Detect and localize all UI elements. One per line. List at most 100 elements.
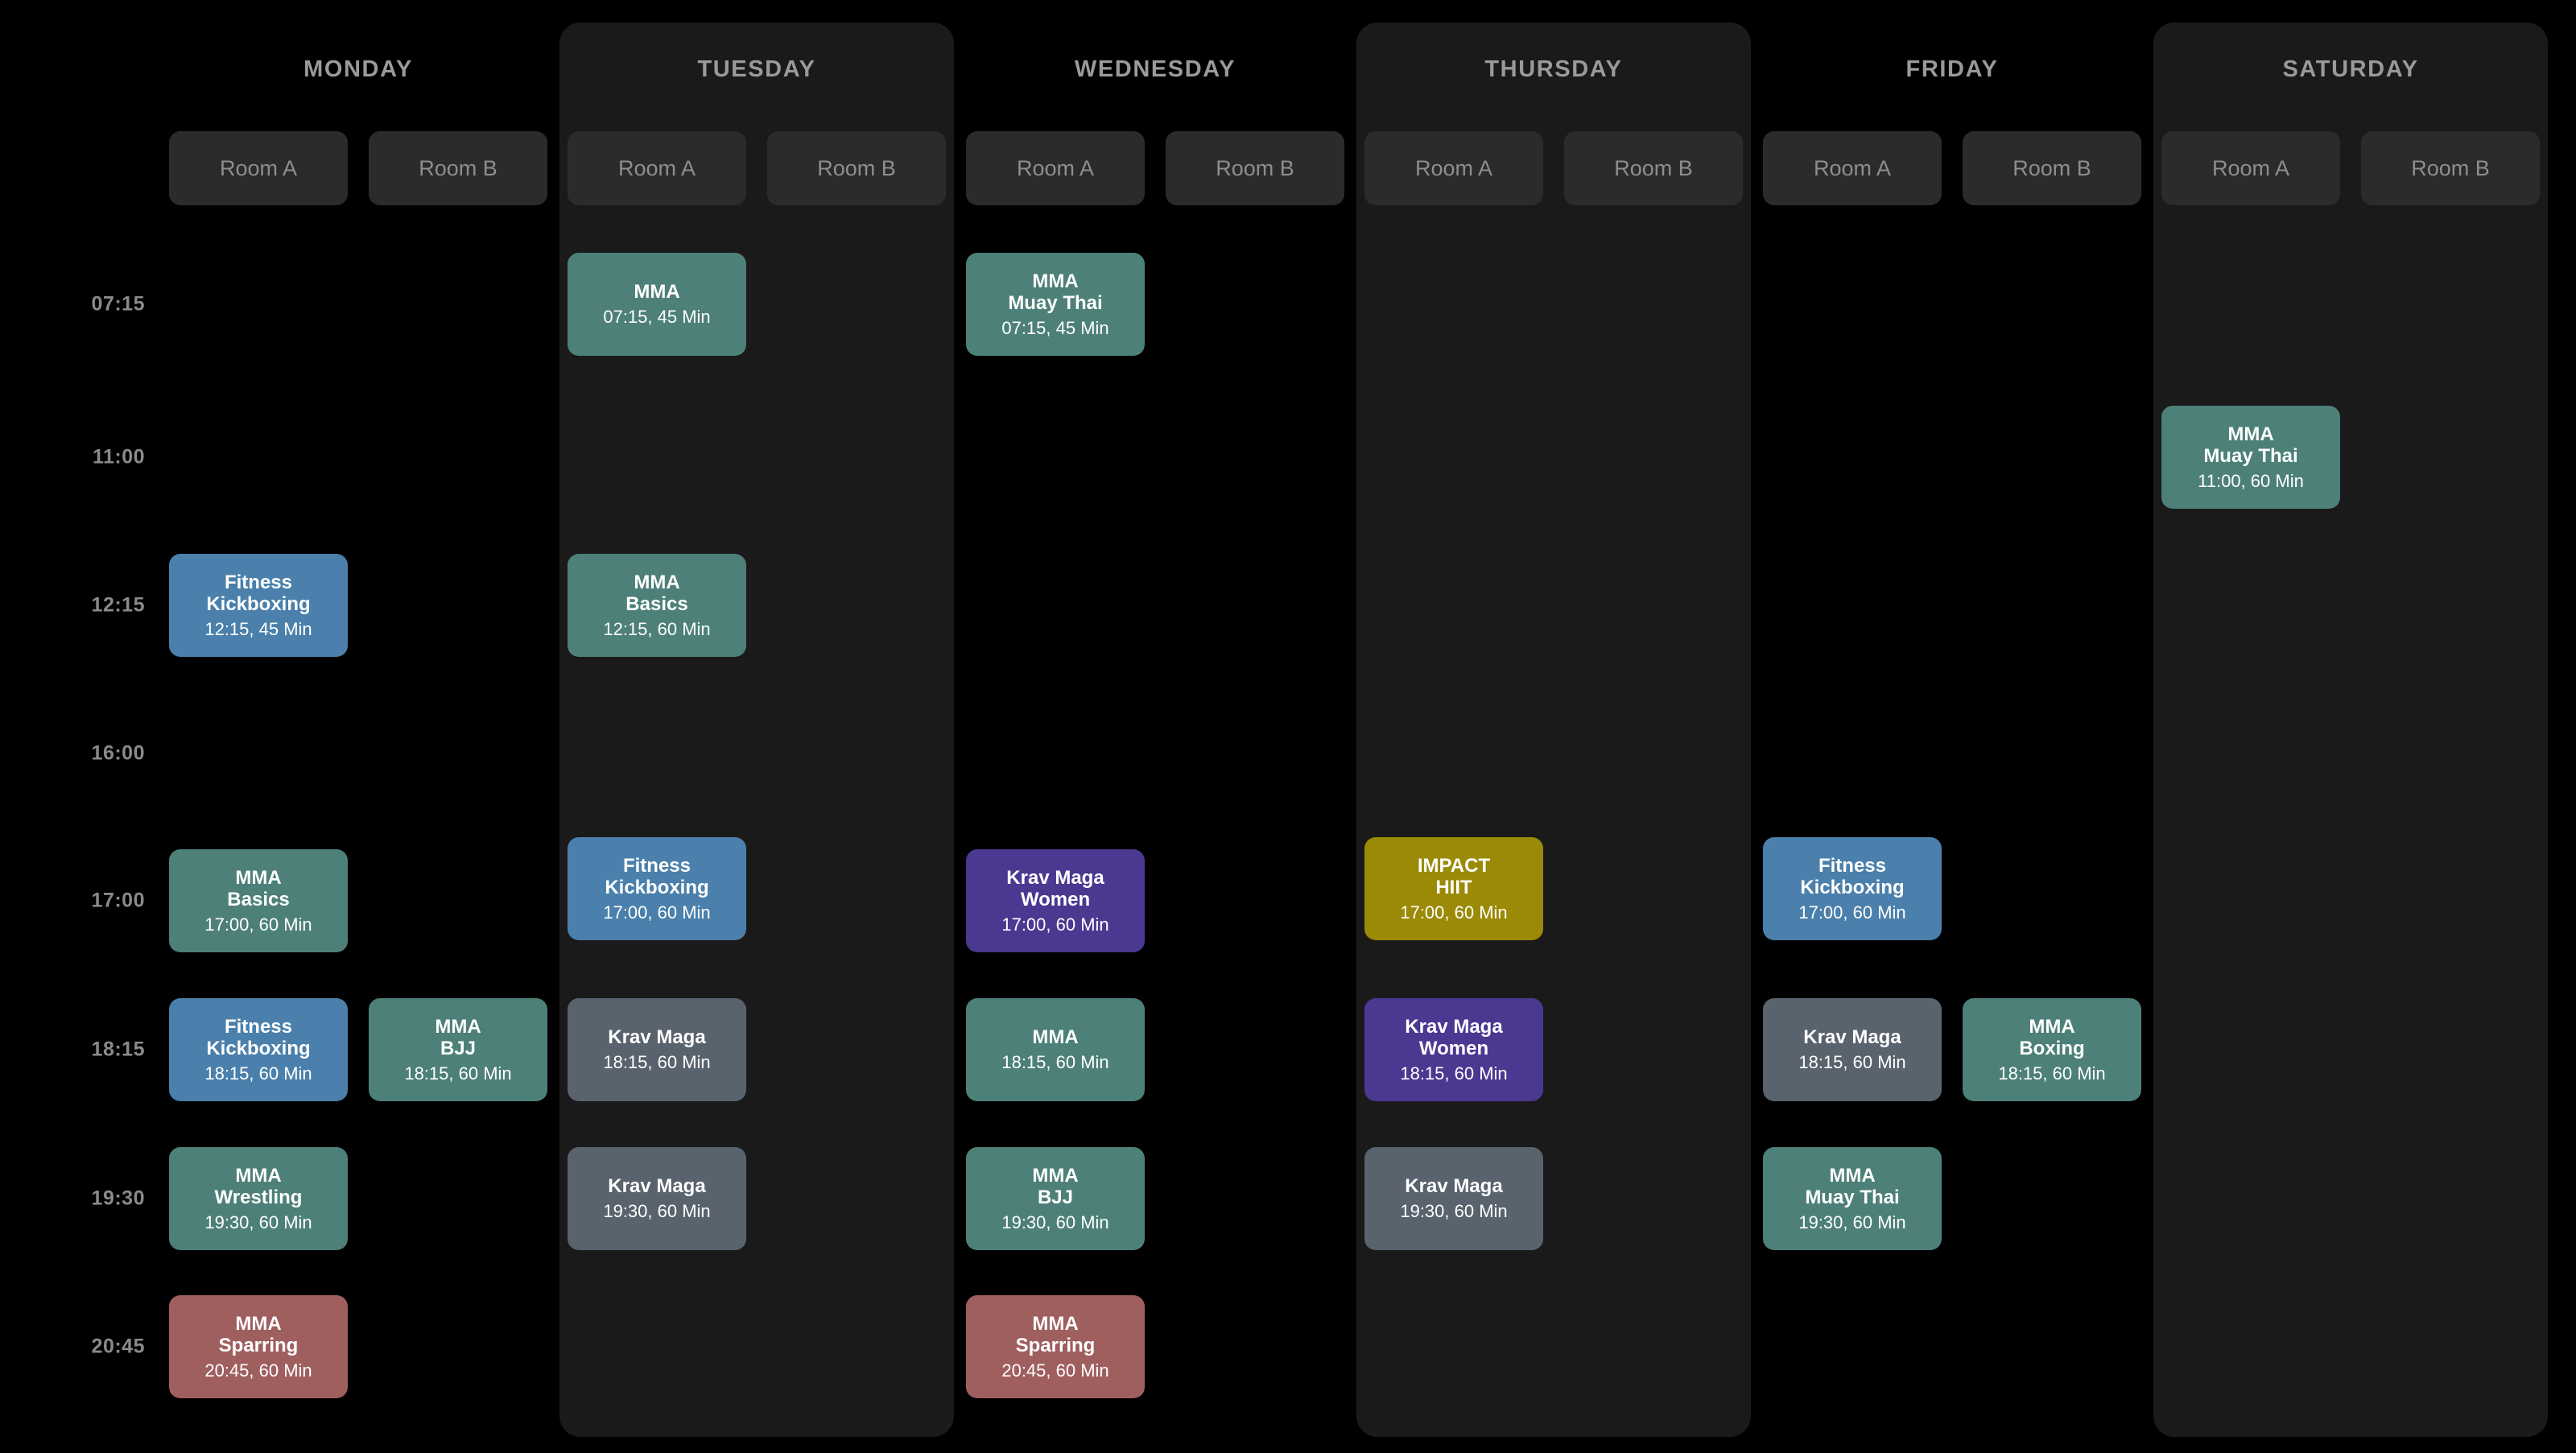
room-header-b-thursday[interactable]: Room B [1564, 131, 1743, 205]
class-card[interactable]: MMA Sparring 20:45, 60 Min [169, 1295, 348, 1398]
class-time-duration: 20:45, 60 Min [204, 1360, 312, 1381]
room-header-b-tuesday[interactable]: Room B [767, 131, 946, 205]
class-card[interactable]: MMA Wrestling 19:30, 60 Min [169, 1147, 348, 1250]
class-time-duration: 07:15, 45 Min [1001, 318, 1109, 339]
day-title-thursday: THURSDAY [1484, 56, 1623, 82]
class-time-duration: 17:00, 60 Min [1798, 902, 1906, 923]
day-column-monday: MONDAY Room A Room B Fitness Kickboxing 12:1… [161, 0, 555, 1453]
class-title: MMA Wrestling [214, 1164, 303, 1209]
time-label-1100: 11:00 [92, 445, 145, 469]
class-title: MMA Sparring [1015, 1312, 1096, 1357]
class-title: Fitness Kickboxing [605, 854, 709, 899]
class-time-duration: 20:45, 60 Min [1001, 1360, 1109, 1381]
class-time-duration: 18:15, 60 Min [404, 1063, 512, 1084]
class-card[interactable]: Fitness Kickboxing 17:00, 60 Min [1763, 837, 1942, 940]
class-title: Fitness Kickboxing [206, 1015, 311, 1060]
class-title: IMPACT HIIT [1417, 854, 1491, 899]
class-title: MMA Basics [625, 571, 688, 616]
day-column-friday: FRIDAY Room A Room B Fitness Kickboxing 17:0… [1755, 0, 2149, 1453]
class-card[interactable]: Fitness Kickboxing 17:00, 60 Min [568, 837, 746, 940]
class-time-duration: 12:15, 45 Min [204, 619, 312, 640]
class-time-duration: 19:30, 60 Min [1400, 1201, 1508, 1222]
time-label-0715: 07:15 [91, 292, 145, 316]
class-time-duration: 19:30, 60 Min [204, 1212, 312, 1233]
class-time-duration: 18:15, 60 Min [603, 1052, 711, 1073]
class-title: MMA Sparring [218, 1312, 299, 1357]
day-column-thursday: THURSDAY Room A Room B IMPACT HIIT 17:00, 60… [1356, 0, 1751, 1453]
class-card[interactable]: MMA Basics 17:00, 60 Min [169, 849, 348, 952]
room-header-a-wednesday[interactable]: Room A [966, 131, 1145, 205]
room-header-a-monday[interactable]: Room A [169, 131, 348, 205]
class-title: Krav Maga [608, 1175, 706, 1198]
class-title: MMA BJJ [435, 1015, 481, 1060]
class-card[interactable]: MMA 07:15, 45 Min [568, 253, 746, 356]
class-title: MMA Basics [227, 866, 290, 911]
room-header-row: Room A Room B [958, 131, 1352, 205]
class-time-duration: 18:15, 60 Min [1998, 1063, 2106, 1084]
room-header-b-monday[interactable]: Room B [369, 131, 547, 205]
day-panel-saturday [2153, 23, 2548, 1437]
room-header-a-tuesday[interactable]: Room A [568, 131, 746, 205]
class-title: Krav Maga Women [1405, 1015, 1503, 1060]
class-title: MMA Muay Thai [1008, 270, 1103, 315]
class-card[interactable]: MMA Muay Thai 07:15, 45 Min [966, 253, 1145, 356]
day-title-tuesday: TUESDAY [697, 56, 816, 82]
class-time-duration: 12:15, 60 Min [603, 619, 711, 640]
class-card[interactable]: Krav Maga 19:30, 60 Min [568, 1147, 746, 1250]
room-header-b-saturday[interactable]: Room B [2361, 131, 2540, 205]
class-card[interactable]: MMA Sparring 20:45, 60 Min [966, 1295, 1145, 1398]
class-card[interactable]: MMA Muay Thai 11:00, 60 Min [2161, 406, 2340, 509]
class-time-duration: 17:00, 60 Min [603, 902, 711, 923]
class-card[interactable]: Krav Maga 18:15, 60 Min [568, 998, 746, 1101]
class-time-duration: 07:15, 45 Min [603, 307, 711, 328]
class-time-duration: 17:00, 60 Min [1001, 914, 1109, 935]
class-title: MMA [634, 281, 680, 303]
class-title: Fitness Kickboxing [206, 571, 311, 616]
day-column-saturday: SATURDAY Room A Room B MMA Muay Thai 11:00, … [2153, 0, 2548, 1453]
room-header-b-friday[interactable]: Room B [1963, 131, 2141, 205]
room-header-row: Room A Room B [2153, 131, 2548, 205]
room-header-a-friday[interactable]: Room A [1763, 131, 1942, 205]
room-header-b-wednesday[interactable]: Room B [1166, 131, 1344, 205]
room-header-a-saturday[interactable]: Room A [2161, 131, 2340, 205]
day-title-friday: FRIDAY [1905, 56, 1999, 82]
class-time-duration: 18:15, 60 Min [1798, 1052, 1906, 1073]
room-header-row: Room A Room B [161, 131, 555, 205]
class-card[interactable]: Krav Maga Women 17:00, 60 Min [966, 849, 1145, 952]
class-title: MMA [1032, 1026, 1079, 1049]
class-card[interactable]: Fitness Kickboxing 18:15, 60 Min [169, 998, 348, 1101]
class-card[interactable]: IMPACT HIIT 17:00, 60 Min [1364, 837, 1543, 940]
class-time-duration: 19:30, 60 Min [1001, 1212, 1109, 1233]
class-title: MMA Muay Thai [2203, 423, 2298, 468]
day-column-wednesday: WEDNESDAY Room A Room B MMA Muay Thai 07:15,… [958, 0, 1352, 1453]
class-card[interactable]: MMA Basics 12:15, 60 Min [568, 554, 746, 657]
day-title-monday: MONDAY [303, 56, 413, 82]
class-time-duration: 18:15, 60 Min [1001, 1052, 1109, 1073]
class-title: Krav Maga [608, 1026, 706, 1049]
day-title-saturday: SATURDAY [2282, 56, 2419, 82]
room-header-row: Room A Room B [1755, 131, 2149, 205]
time-label-1600: 16:00 [91, 741, 145, 765]
class-time-duration: 17:00, 60 Min [1400, 902, 1508, 923]
class-title: Krav Maga Women [1006, 866, 1104, 911]
class-title: Fitness Kickboxing [1800, 854, 1905, 899]
class-time-duration: 11:00, 60 Min [2198, 471, 2304, 492]
class-time-duration: 19:30, 60 Min [603, 1201, 711, 1222]
class-time-duration: 18:15, 60 Min [204, 1063, 312, 1084]
day-title-wednesday: WEDNESDAY [1074, 56, 1236, 82]
class-card[interactable]: MMA 18:15, 60 Min [966, 998, 1145, 1101]
class-card[interactable]: MMA BJJ 18:15, 60 Min [369, 998, 547, 1101]
class-time-duration: 19:30, 60 Min [1798, 1212, 1906, 1233]
class-card[interactable]: Fitness Kickboxing 12:15, 45 Min [169, 554, 348, 657]
room-header-a-thursday[interactable]: Room A [1364, 131, 1543, 205]
class-time-duration: 17:00, 60 Min [204, 914, 312, 935]
